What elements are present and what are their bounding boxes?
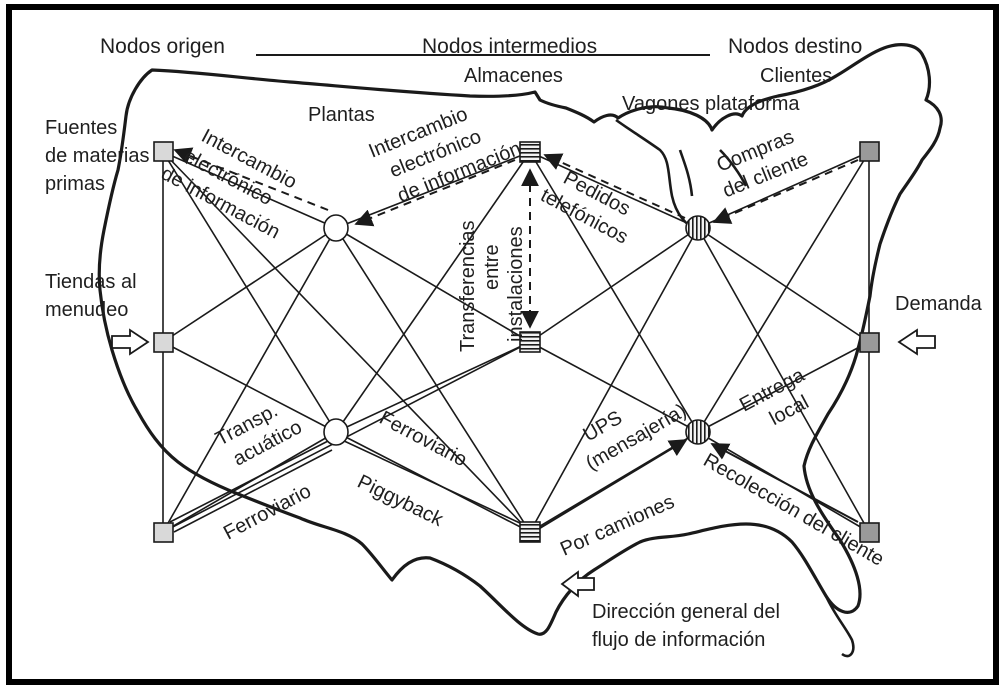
pickup-arrow [710,443,859,523]
usa-map-outline [97,43,943,636]
label-info-flow-line2: flujo de información [592,629,765,651]
plant-node-bottom [323,418,349,446]
label-raw-materials-line3: primas [45,173,105,195]
retail-input-arrow [111,328,150,356]
truck-arrow [539,439,688,529]
label-transfers-line2: entre [481,244,503,290]
information-flow-direction-arrow [560,570,595,598]
label-raw-materials-line1: Fuentes [45,117,117,139]
warehouse-node-middle [519,331,541,353]
customer-node-top [685,215,711,241]
label-retail-line2: menudeo [45,299,128,321]
information-flows [173,147,859,329]
header-origin-nodes: Nodos origen [100,35,225,58]
warehouse-node-top [519,141,541,163]
label-plants: Plantas [308,104,375,126]
label-info-flow-line1: Dirección general del [592,601,780,623]
header-intermediate-nodes: Nodos intermedios [422,35,597,58]
label-retail-line1: Tiendas al [45,271,137,293]
origin-node-bottom [153,522,174,543]
label-warehouses: Almacenes [464,65,563,87]
destination-node-middle [859,332,880,353]
customer-node-bottom [685,419,711,445]
delivery-flows [539,439,859,529]
edi-arrow-warehouse-to-plant [354,159,516,227]
destination-node-top [859,141,880,162]
plant-node-top [323,214,349,242]
demand-arrow [897,328,936,356]
phone-order-arrow [543,153,686,219]
label-raw-materials-line2: de materias [45,145,150,167]
label-transfers-line3: instalaciones [505,226,527,342]
label-customers: Clientes [760,65,832,87]
label-flatcars: Vagones plataforma [622,93,800,115]
great-lakes-outline [615,118,748,232]
florida-outline [824,595,855,658]
header-destination-nodes: Nodos destino [728,35,862,58]
label-demand: Demanda [895,293,983,315]
destination-node-bottom [859,522,880,543]
customer-purchase-arrow [712,159,859,224]
origin-node-raw-materials [153,141,174,162]
label-transfers-line1: Transferencias [457,220,479,352]
warehouse-node-bottom [519,521,541,543]
origin-node-retail [153,332,174,353]
